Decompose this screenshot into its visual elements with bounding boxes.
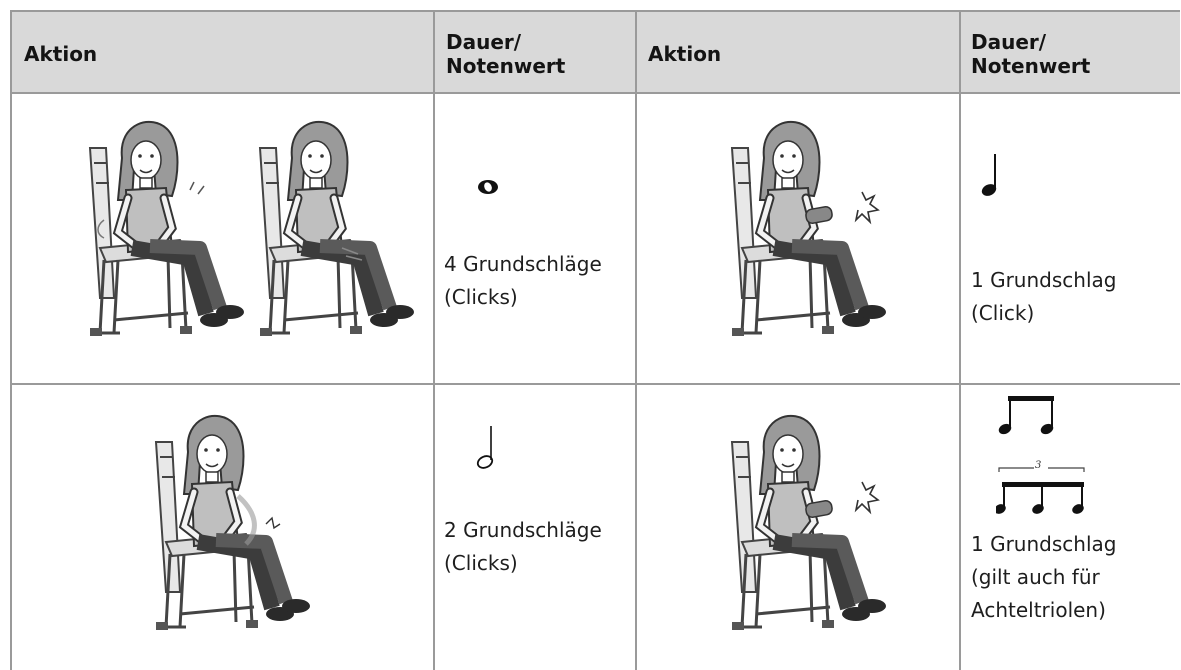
- table-left-border: [10, 10, 12, 670]
- note-value-table: Aktion Dauer/ Notenwert Aktion Dauer/ No…: [10, 10, 1180, 670]
- table-header-row: [10, 10, 1180, 92]
- header-dauer-notenwert-2: Dauer/ Notenwert: [971, 30, 1091, 78]
- table-top-border: [10, 10, 1180, 12]
- girl-on-chair-clapping-icon: [702, 402, 902, 642]
- column-divider-3: [959, 10, 961, 670]
- header-aktion-2: Aktion: [648, 42, 722, 66]
- whole-note-icon: [478, 180, 498, 194]
- column-divider-2: [635, 10, 637, 670]
- header-divider: [10, 92, 1180, 94]
- row-divider: [10, 383, 1180, 385]
- duration-text-2-beats: 2 Grundschläge (Clicks): [444, 518, 602, 575]
- half-note-icon: [476, 426, 494, 469]
- column-divider-1: [433, 10, 435, 670]
- girl-on-chair-hand-sweep-icon: [126, 402, 326, 642]
- duration-text-1-beat: 1 Grundschlag (Click): [971, 268, 1117, 325]
- eighth-notes-and-triplet-icon: [996, 396, 1085, 514]
- girl-on-chair-hands-on-knees-icon: [230, 108, 430, 348]
- girl-on-chair-clapping-icon: [702, 108, 902, 348]
- duration-text-4-beats: 4 Grundschläge (Clicks): [444, 252, 602, 309]
- quarter-note-icon: [981, 154, 997, 196]
- triplet-number: 3: [1035, 460, 1042, 471]
- duration-text-1-beat-triplets: 1 Grundschlag (gilt auch für Achteltriol…: [971, 532, 1117, 622]
- header-aktion-1: Aktion: [24, 42, 98, 66]
- girl-on-chair-patting-knees-icon: [60, 108, 260, 348]
- header-dauer-notenwert-1: Dauer/ Notenwert: [446, 30, 566, 78]
